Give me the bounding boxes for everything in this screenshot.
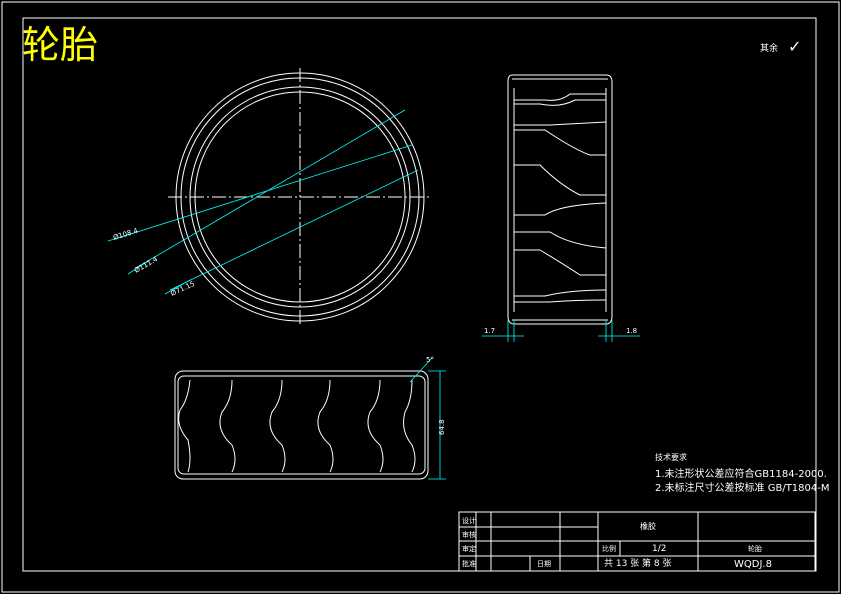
band-groove-4 <box>317 379 334 473</box>
tb-scale-value: 1/2 <box>652 544 666 554</box>
tread-groove-3 <box>514 129 606 156</box>
dim-line-d2 <box>135 109 406 269</box>
tb-check: 审核 <box>462 530 476 539</box>
dim-line-d3 <box>169 169 419 291</box>
tb-drawing-no: WQDJ.8 <box>734 559 772 570</box>
tb-date: 日期 <box>537 560 551 568</box>
tb-sheet-info: 共 13 张 第 8 张 <box>604 557 671 569</box>
tech-req-line1: 1.未注形状公差应符合GB1184-2000. <box>655 467 827 480</box>
tread-groove-5 <box>514 164 606 196</box>
band-groove-3 <box>269 379 286 473</box>
inner-border <box>22 17 817 572</box>
drawing-title: 轮胎 <box>22 23 98 67</box>
leader-d3 <box>164 279 191 295</box>
tech-req-heading: 技术要求 <box>655 452 687 462</box>
leader-d1 <box>107 233 131 242</box>
title-block <box>458 511 816 572</box>
band-outline <box>174 370 429 480</box>
tread-groove-8 <box>514 249 606 276</box>
roughness-mark-icon: ✓ <box>788 37 801 56</box>
dim-line-d1 <box>117 144 413 239</box>
side-view <box>507 74 613 325</box>
dim-label-d1: Ø108.4 <box>112 227 139 242</box>
tread-groove-2 <box>514 99 606 106</box>
side-outline <box>507 74 613 325</box>
dim-label-height: 64.8 <box>438 419 446 435</box>
tread-groove-6 <box>514 202 607 216</box>
tread-groove-4 <box>514 121 607 126</box>
tb-review: 审定 <box>462 544 476 553</box>
dim-label-w-left: 1.7 <box>484 327 495 335</box>
tb-design: 设计 <box>462 516 476 525</box>
band-groove-1 <box>178 379 191 473</box>
tread-groove-10 <box>514 299 607 303</box>
front-view <box>168 68 430 327</box>
front-view-dimensions <box>107 109 419 295</box>
dim-label-d3: Ø71.15 <box>169 280 196 298</box>
tb-approve: 批准 <box>462 559 476 568</box>
band-groove-5 <box>367 379 384 473</box>
dim-label-angle: 5° <box>426 356 434 364</box>
side-view-dimensions <box>482 320 640 342</box>
tech-req-line2: 2.未标注尺寸公差按标准 GB/T1804-M <box>655 481 830 494</box>
roughness-label: 其余 <box>760 42 778 54</box>
dim-label-w-right: 1.8 <box>626 327 637 335</box>
band-groove-6 <box>403 379 416 473</box>
tb-part-name: 轮胎 <box>748 544 762 553</box>
band-inner <box>177 375 426 475</box>
tread-groove-9 <box>514 289 607 297</box>
tb-scale-label: 比例 <box>602 544 616 553</box>
tread-groove-7 <box>514 231 607 249</box>
leader-d2 <box>127 259 151 275</box>
tb-material: 橡胶 <box>640 521 656 531</box>
tread-groove-1 <box>514 93 606 101</box>
dim-label-d2: Ø111.4 <box>133 255 160 275</box>
top-view <box>174 370 429 480</box>
band-groove-2 <box>219 379 236 473</box>
top-view-dimensions <box>409 357 446 480</box>
